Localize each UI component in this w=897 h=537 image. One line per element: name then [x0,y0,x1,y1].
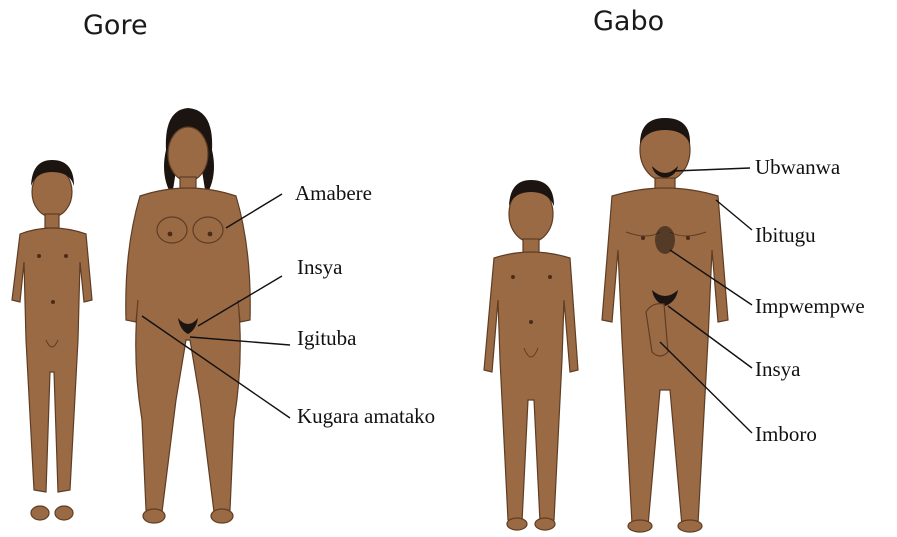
label-imboro: Imboro [755,424,817,445]
label-amabere: Amabere [295,183,372,204]
girl-figure [12,160,92,520]
boy-figure [484,180,578,530]
label-insya-male: Insya [755,359,801,380]
label-kugara-amatako: Kugara amatako [297,406,435,427]
label-insya-female: Insya [297,257,343,278]
label-igituba: Igituba [297,328,356,349]
woman-figure [126,108,250,523]
label-ubwanwa: Ubwanwa [755,157,840,178]
label-impwempwe: Impwempwe [755,296,865,317]
label-ibitugu: Ibitugu [755,225,816,246]
leader-ibitugu [716,200,752,230]
man-figure [602,118,728,532]
